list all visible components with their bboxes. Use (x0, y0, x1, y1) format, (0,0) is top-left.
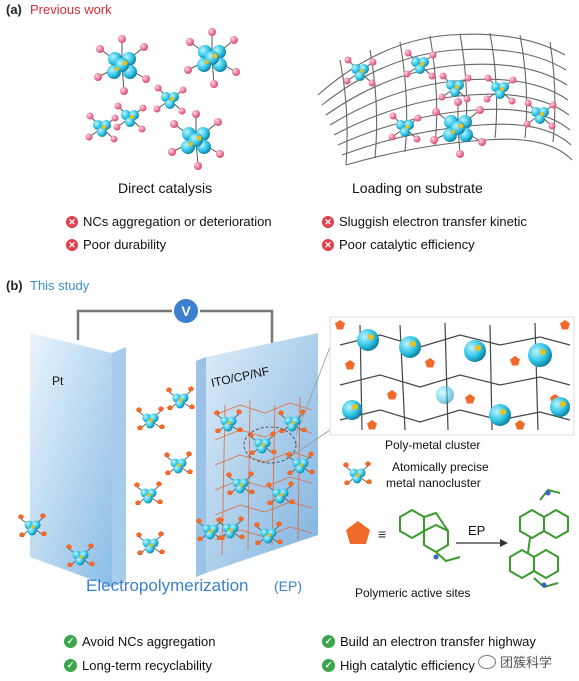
pro-item: ✓ Long-term recyclability (64, 658, 212, 673)
voltmeter-label: V (181, 303, 191, 319)
legend-cluster-line1: Atomically precise (392, 460, 489, 474)
check-icon: ✓ (322, 635, 335, 648)
equiv-symbol: ≡ (378, 526, 386, 542)
pt-label: Pt (52, 374, 64, 388)
carbazole-dimer (509, 488, 569, 589)
con-item: ✕ Poor catalytic efficiency (322, 237, 475, 252)
nanocluster (183, 27, 241, 89)
pro-item: ✓ High catalytic efficiency (322, 658, 475, 673)
cross-icon: ✕ (322, 238, 334, 251)
method-label: Electropolymerization (86, 576, 249, 595)
cross-icon: ✕ (322, 215, 334, 228)
caption-loading-substrate: Loading on substrate (352, 180, 483, 196)
nitrogen-atom (433, 554, 439, 560)
pro-text: Avoid NCs aggregation (82, 634, 216, 649)
cross-icon: ✕ (66, 215, 78, 228)
nanocluster (133, 480, 164, 506)
nanocluster (403, 49, 437, 80)
panel-b-illustration: V Pt ITO/CP/NF (17, 297, 575, 600)
panel-a-illustration (85, 27, 573, 171)
nanocluster (429, 97, 487, 159)
con-text: Poor durability (83, 237, 167, 252)
legend-cluster-icon (342, 460, 373, 486)
nanocluster (135, 530, 166, 556)
working-electrode-edge (196, 357, 206, 577)
cross-icon: ✕ (66, 238, 78, 251)
nanocluster (135, 405, 166, 431)
panel-b-label: (b) (6, 278, 23, 293)
pt-electrode-edge (112, 347, 126, 587)
carbazole-monomer (399, 508, 461, 563)
wechat-icon (478, 654, 496, 669)
pro-item: ✓ Avoid NCs aggregation (64, 634, 215, 649)
nitrogen-atom (545, 490, 551, 496)
check-icon: ✓ (64, 659, 77, 672)
inset-network (339, 322, 571, 431)
zoom-line (295, 346, 331, 436)
zoom-region (243, 426, 297, 464)
pro-text: Build an electron transfer highway (340, 634, 536, 649)
voltmeter-icon (172, 297, 200, 325)
reaction-arrowhead (500, 539, 508, 547)
method-abbr: (EP) (274, 578, 302, 594)
inset-clusters (342, 329, 570, 426)
check-icon: ✓ (64, 635, 77, 648)
legend-sites: Polymeric active sites (355, 586, 470, 600)
watermark: 团簇科学 (478, 652, 552, 671)
con-item: ✕ Sluggish electron transfer kinetic (322, 214, 527, 229)
pro-text: High catalytic efficiency (340, 658, 475, 673)
nanocluster (523, 99, 557, 130)
pentagon-icon (346, 521, 370, 544)
watermark-text: 团簇科学 (500, 655, 553, 670)
nanocluster (167, 109, 225, 171)
pro-text: Long-term recyclability (82, 658, 213, 673)
caption-direct-catalysis: Direct catalysis (118, 180, 213, 196)
nitrogen-atom (541, 582, 547, 588)
con-item: ✕ NCs aggregation or deterioration (66, 214, 272, 229)
con-text: Poor catalytic efficiency (339, 237, 475, 252)
nanocluster (163, 450, 194, 476)
con-text: Sluggish electron transfer kinetic (339, 214, 527, 229)
panel-a-title: Previous work (30, 2, 112, 17)
pt-electrode (30, 333, 112, 587)
panel-a-label: (a) (6, 2, 22, 17)
con-item: ✕ Poor durability (66, 237, 166, 252)
substrate-mesh (317, 32, 573, 166)
panel-b-title: This study (30, 278, 90, 293)
con-text: NCs aggregation or deterioration (83, 214, 272, 229)
pro-item: ✓ Build an electron transfer highway (322, 634, 536, 649)
check-icon: ✓ (322, 659, 335, 672)
zoom-line (289, 429, 331, 458)
nanocluster (153, 84, 187, 115)
nanocluster (93, 34, 151, 96)
nanocluster (165, 385, 196, 411)
reaction-label: EP (468, 523, 485, 538)
legend-cluster-line2: metal nanocluster (386, 476, 481, 490)
nanocluster (388, 112, 422, 143)
inset-caption: Poly-metal cluster (385, 438, 480, 452)
